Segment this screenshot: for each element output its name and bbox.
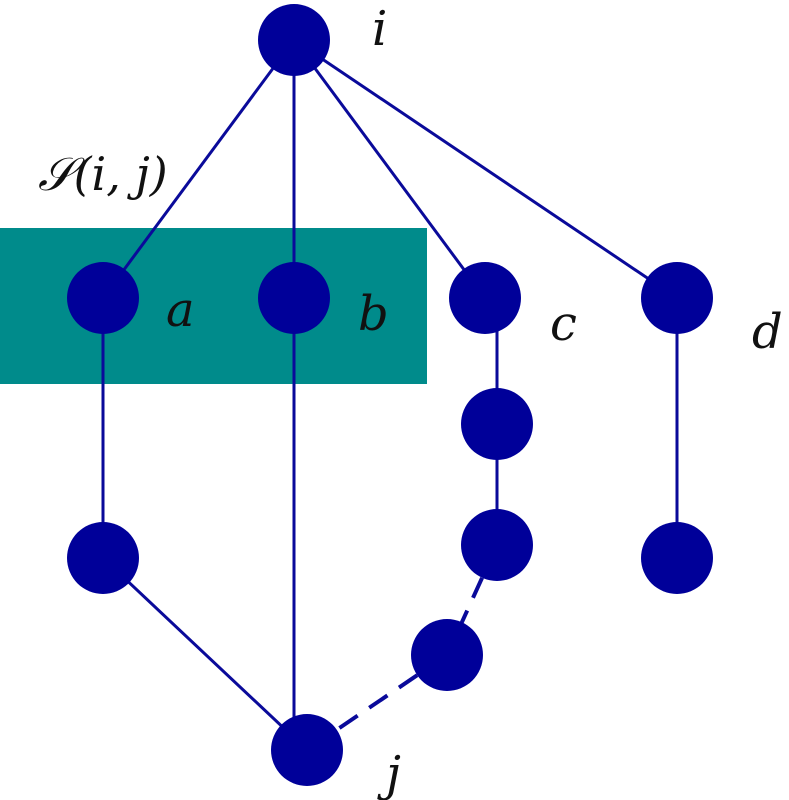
node-a2	[67, 522, 139, 594]
label-d: d	[752, 304, 783, 360]
node-c3	[461, 509, 533, 581]
node-d2	[641, 522, 713, 594]
label-b: b	[358, 286, 389, 342]
edge-i-c	[292, 39, 487, 299]
node-c	[449, 262, 521, 334]
label-c: c	[550, 296, 577, 352]
edge-i-d	[293, 38, 678, 300]
node-j	[271, 714, 343, 786]
label-a: a	[166, 282, 195, 338]
edge-i-a	[101, 39, 296, 299]
node-a	[67, 262, 139, 334]
edge-a2-j	[101, 556, 309, 752]
node-c4	[411, 619, 483, 691]
node-i	[258, 4, 330, 76]
edge-c4-j-dashed	[305, 653, 449, 752]
node-c2	[461, 388, 533, 460]
label-i: i	[372, 1, 387, 57]
label-j: j	[377, 746, 401, 800]
node-b	[258, 262, 330, 334]
node-d	[641, 262, 713, 334]
label-set: 𝒮(i, j)	[38, 147, 168, 201]
